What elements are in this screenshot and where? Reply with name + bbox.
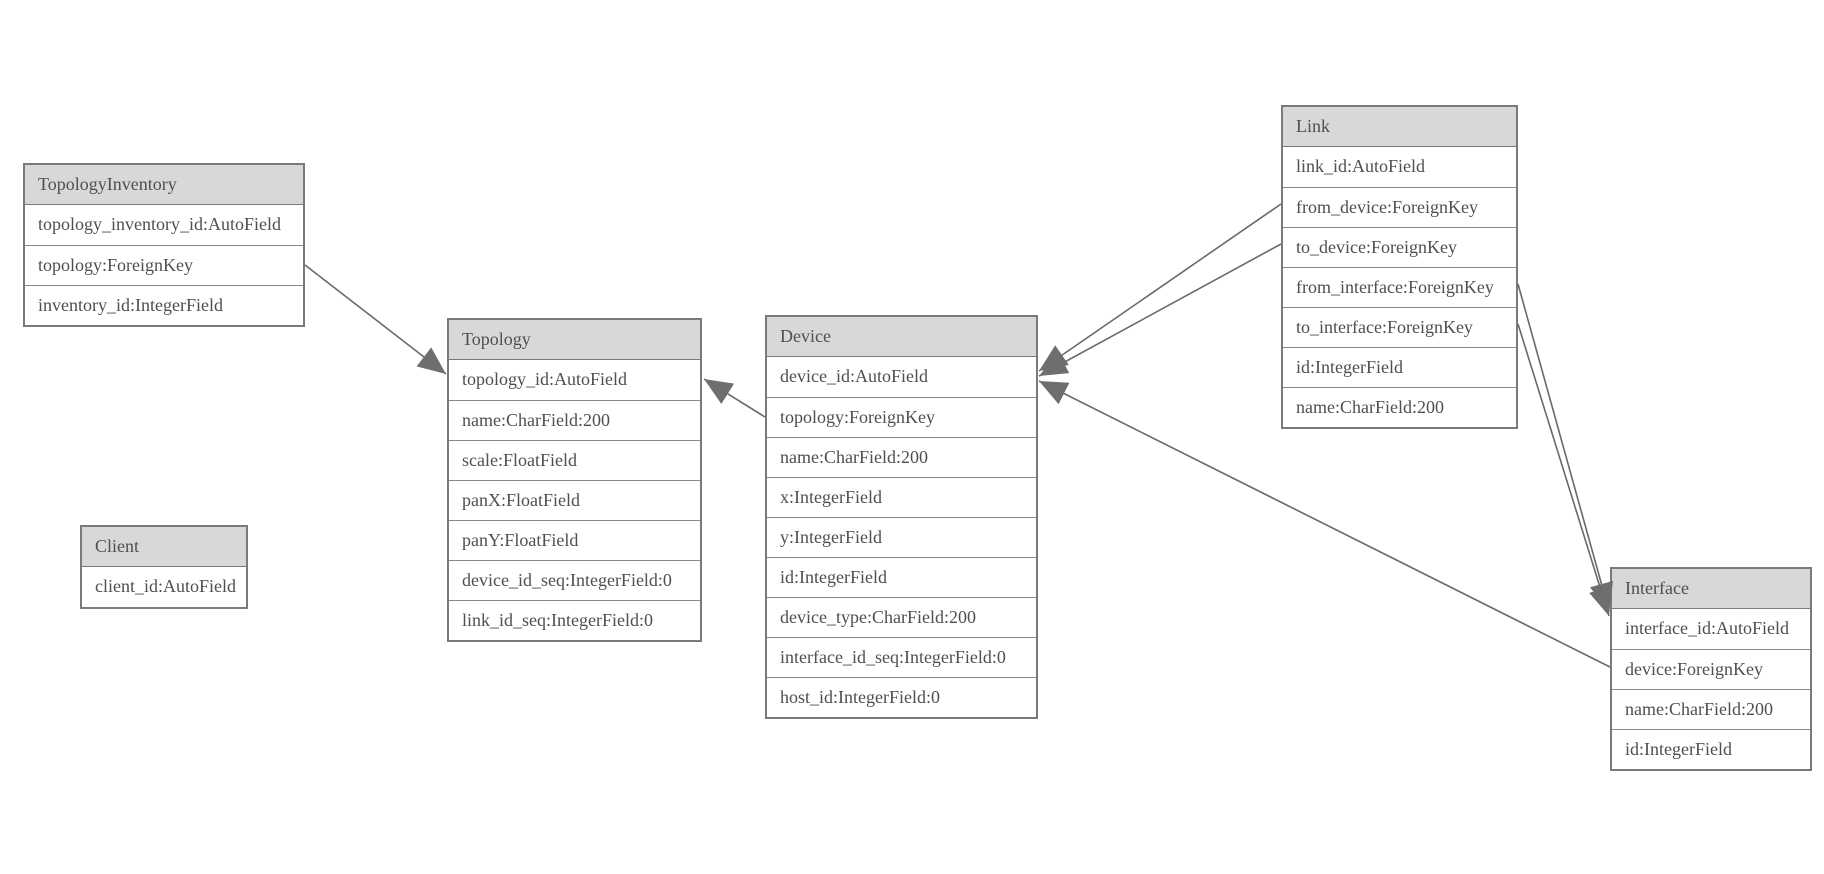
entity-field: x:IntegerField — [767, 477, 1036, 517]
entity-field: name:CharField:200 — [1283, 387, 1516, 427]
relation-line-device-topology — [703, 378, 766, 418]
entity-field: id:IntegerField — [1283, 347, 1516, 387]
entity-field: scale:FloatField — [449, 440, 700, 480]
entity-field: interface_id:AutoField — [1612, 609, 1810, 649]
entity-field: id:IntegerField — [1612, 729, 1810, 769]
entity-field: to_interface:ForeignKey — [1283, 307, 1516, 347]
entity-field: client_id:AutoField — [82, 567, 246, 607]
entity-field: y:IntegerField — [767, 517, 1036, 557]
relation-line-link-to_device — [1038, 243, 1282, 377]
entity-field: panX:FloatField — [449, 480, 700, 520]
entity-field: from_device:ForeignKey — [1283, 187, 1516, 227]
entity-field: device_id:AutoField — [767, 357, 1036, 397]
entity-field: name:CharField:200 — [449, 400, 700, 440]
relation-line-topologyinventory-topology — [304, 264, 447, 375]
entity-field: name:CharField:200 — [1612, 689, 1810, 729]
entity-field: device_type:CharField:200 — [767, 597, 1036, 637]
entity-field: device:ForeignKey — [1612, 649, 1810, 689]
entity-field: topology_id:AutoField — [449, 360, 700, 400]
entity-field: name:CharField:200 — [767, 437, 1036, 477]
entity-field: to_device:ForeignKey — [1283, 227, 1516, 267]
entity-title: TopologyInventory — [25, 165, 303, 205]
entity-field: topology_inventory_id:AutoField — [25, 205, 303, 245]
entity-field: topology:ForeignKey — [25, 245, 303, 285]
entity-title: Topology — [449, 320, 700, 360]
entity-field: device_id_seq:IntegerField:0 — [449, 560, 700, 600]
entity-field: topology:ForeignKey — [767, 397, 1036, 437]
relation-line-link-to_interface — [1517, 323, 1613, 617]
relation-line-link-from_interface — [1517, 283, 1614, 612]
entity-field: link_id:AutoField — [1283, 147, 1516, 187]
entity-title: Link — [1283, 107, 1516, 147]
entity-field: id:IntegerField — [767, 557, 1036, 597]
relation-line-link-from_device — [1038, 203, 1282, 372]
entity-field: from_interface:ForeignKey — [1283, 267, 1516, 307]
entity-field: interface_id_seq:IntegerField:0 — [767, 637, 1036, 677]
entity-field: panY:FloatField — [449, 520, 700, 560]
entity-title: Device — [767, 317, 1036, 357]
entity-title: Interface — [1612, 569, 1810, 609]
entity-field: inventory_id:IntegerField — [25, 285, 303, 325]
entity-field: host_id:IntegerField:0 — [767, 677, 1036, 717]
entity-title: Client — [82, 527, 246, 567]
entity-field: link_id_seq:IntegerField:0 — [449, 600, 700, 640]
